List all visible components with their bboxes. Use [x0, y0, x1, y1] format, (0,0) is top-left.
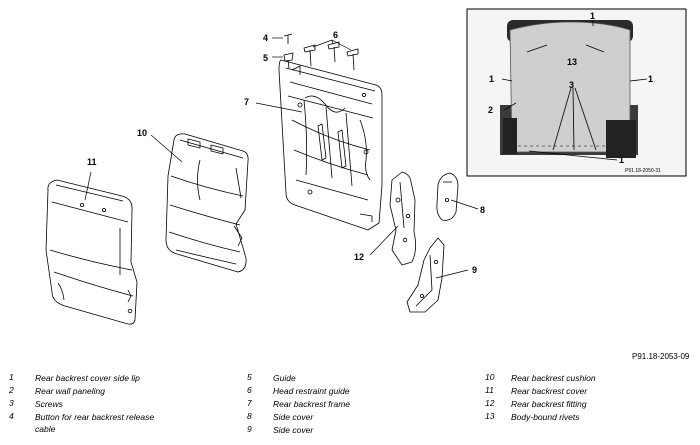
inset-label-1-right: 1 — [648, 74, 653, 84]
legend-item: 4 Button for rear backrest release cable — [9, 411, 209, 437]
legend-num: 3 — [9, 398, 14, 408]
legend-item: 13 Body-bound rivets — [485, 411, 695, 424]
side-cover-upper-drawing — [436, 172, 459, 221]
legend-num: 9 — [247, 424, 252, 434]
legend-text: Side cover — [273, 425, 314, 435]
inset-labels: 1 1 1 1 2 3 13 P91.18-2050-31 — [488, 11, 661, 174]
callout-4: 4 — [263, 33, 268, 43]
legend-item: 12 Rear backrest fitting — [485, 398, 695, 411]
legend-item: 10 Rear backrest cushion — [485, 372, 695, 385]
legend-item: 11 Rear backrest cover — [485, 385, 695, 398]
legend-text: Rear wall paneling — [35, 386, 105, 396]
legend-num: 7 — [247, 398, 252, 408]
legend-text: Head restraint guide — [273, 386, 350, 396]
rear-backrest-fitting-drawing — [389, 171, 416, 266]
legend-num: 13 — [485, 411, 495, 421]
inset-label-1-left: 1 — [489, 74, 494, 84]
callout-12: 12 — [354, 252, 364, 262]
inset-label-2: 2 — [488, 105, 493, 115]
legend-text: Rear backrest cushion — [511, 373, 596, 383]
legend-column-1: 1 Rear backrest cover side lip 2 Rear wa… — [9, 372, 209, 437]
callout-5: 5 — [263, 53, 268, 63]
rear-backrest-cover-drawing — [45, 179, 138, 325]
side-cover-lower-drawing — [406, 237, 445, 313]
legend-text: Body-bound rivets — [511, 412, 580, 422]
legend-num: 8 — [247, 411, 252, 421]
legend-item: 7 Rear backrest frame — [247, 398, 437, 411]
legend-num: 4 — [9, 411, 14, 421]
legend-text: Button for rear backrest release cable — [35, 412, 155, 434]
legend-num: 11 — [485, 385, 494, 395]
legend-item: 3 Screws — [9, 398, 209, 411]
leader-lines — [84, 37, 479, 279]
legend-text: Side cover — [273, 412, 314, 422]
callout-11: 11 — [87, 157, 97, 167]
legend-num: 2 — [9, 385, 14, 395]
callout-9: 9 — [472, 265, 477, 275]
inset-label-3: 3 — [569, 80, 574, 90]
legend-item: 1 Rear backrest cover side lip — [9, 372, 209, 385]
legend-num: 1 — [9, 372, 14, 382]
rear-backrest-cushion-drawing — [165, 133, 249, 273]
legend-num: 5 — [247, 372, 252, 382]
inset-code: P91.18-2050-31 — [625, 168, 661, 174]
inset-label-1-top: 1 — [590, 11, 595, 21]
legend-num: 6 — [247, 385, 252, 395]
callout-6: 6 — [333, 30, 338, 40]
legend-item: 6 Head restraint guide — [247, 385, 437, 398]
figure-code: P91.18-2053-09 — [632, 352, 690, 361]
legend-text: Guide — [273, 373, 296, 383]
callout-10: 10 — [137, 128, 147, 138]
legend-item: 2 Rear wall paneling — [9, 385, 209, 398]
legend-text: Rear backrest cover side lip — [35, 373, 140, 383]
inset-label-13: 13 — [567, 57, 577, 67]
legend-item: 5 Guide — [247, 372, 437, 385]
legend-column-3: 10 Rear backrest cushion 11 Rear backres… — [485, 372, 695, 424]
inset-photo — [466, 8, 687, 177]
legend-num: 10 — [485, 372, 495, 382]
inset-label-1-bottom: 1 — [619, 155, 624, 165]
callout-8: 8 — [480, 205, 485, 215]
legend-text: Screws — [35, 399, 63, 409]
legend-num: 12 — [485, 398, 495, 408]
legend-item: 8 Side cover — [247, 411, 437, 424]
callout-7: 7 — [244, 97, 249, 107]
legend-text: Rear backrest cover — [511, 386, 588, 396]
legend-item: 9 Side cover — [247, 424, 437, 437]
legend-text: Rear backrest fitting — [511, 399, 587, 409]
rear-backrest-frame-drawing — [278, 59, 383, 231]
guides-and-button-drawing — [283, 33, 359, 71]
callout-labels: 11 10 7 4 5 6 12 8 9 — [87, 30, 485, 275]
legend-text: Rear backrest frame — [273, 399, 350, 409]
legend-column-2: 5 Guide 6 Head restraint guide 7 Rear ba… — [247, 372, 437, 437]
